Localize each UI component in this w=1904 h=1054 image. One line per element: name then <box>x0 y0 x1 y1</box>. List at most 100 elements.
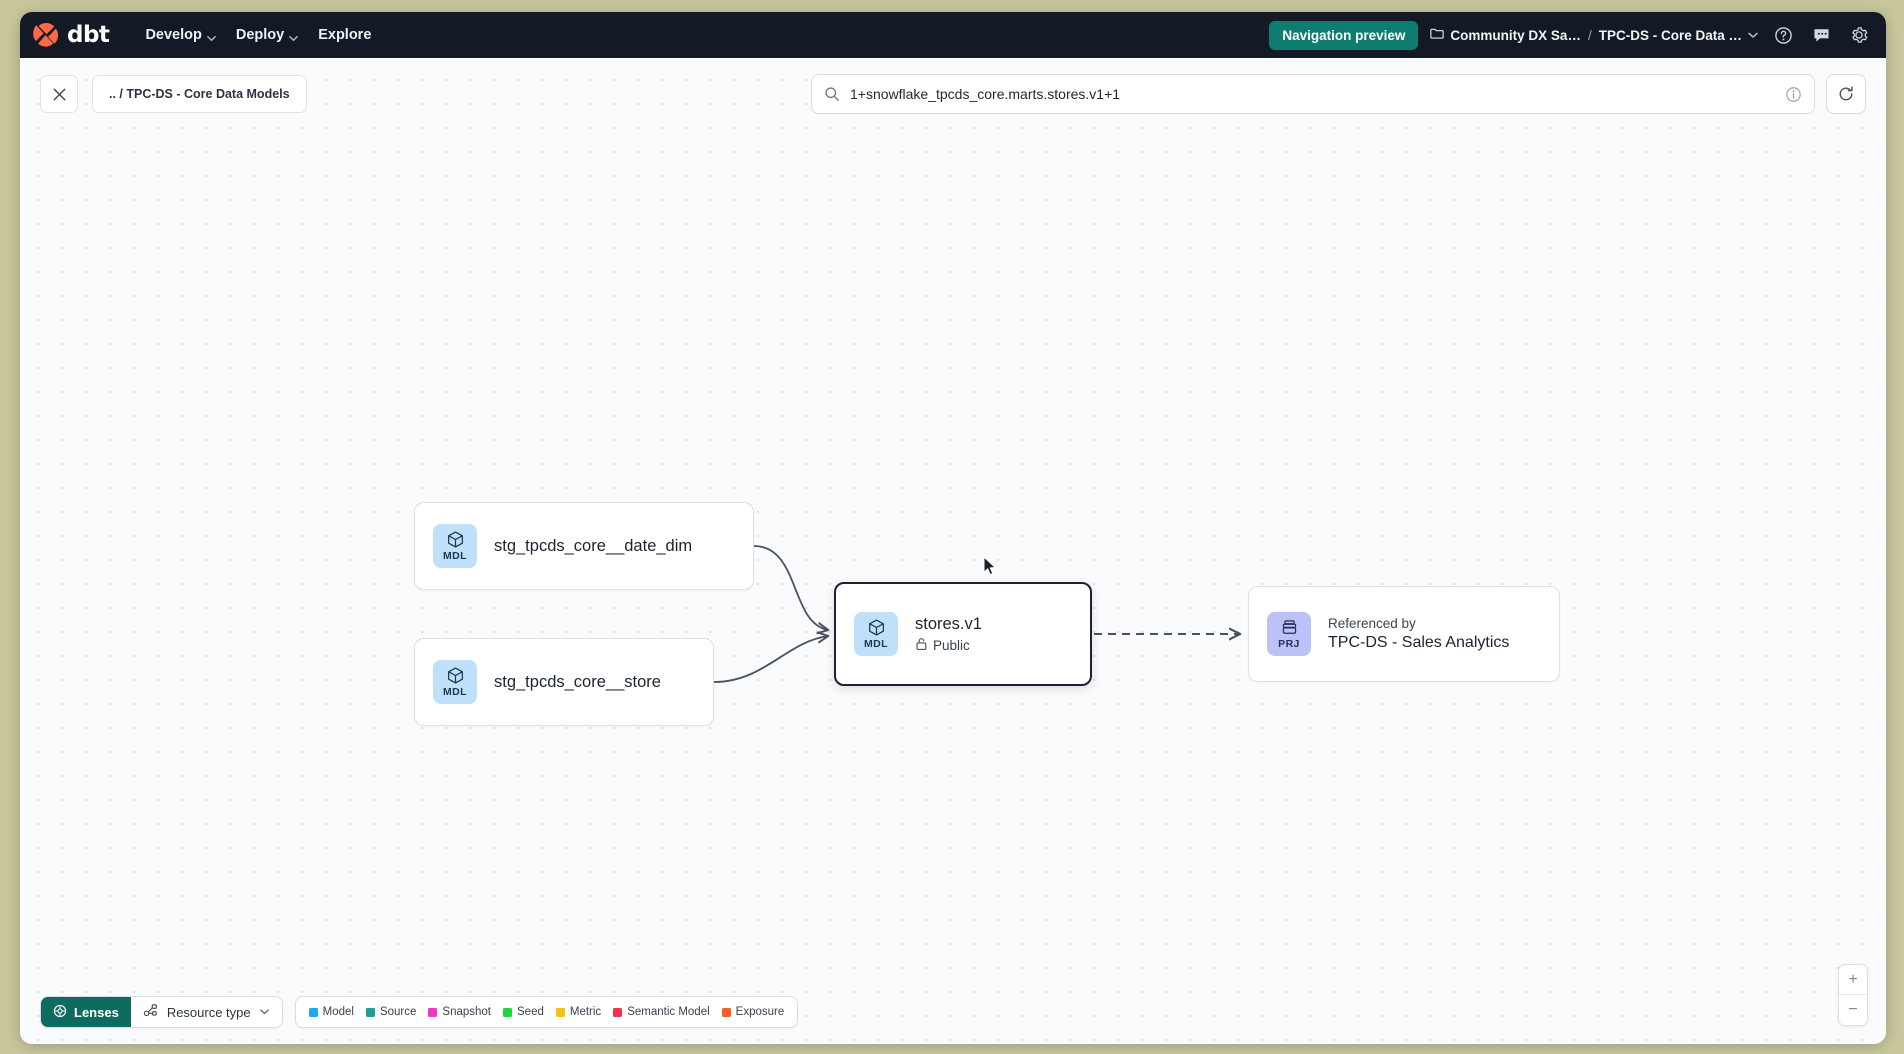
top-navigation-bar: dbt Develop Deploy Explore Navigation pr… <box>20 12 1886 58</box>
legend-item-metric: Metric <box>555 1006 602 1018</box>
unlock-icon <box>915 637 928 654</box>
node-badge-label: PRJ <box>1278 638 1300 651</box>
legend-item-seed: Seed <box>503 1006 544 1018</box>
zoom-in-button[interactable]: + <box>1839 965 1867 995</box>
search-area <box>811 74 1866 114</box>
nav-item-deploy[interactable]: Deploy <box>226 21 308 49</box>
legend-item-exposure: Exposure <box>721 1006 785 1018</box>
node-badge-label: MDL <box>864 638 888 651</box>
legend-swatch <box>721 1007 731 1017</box>
lineage-search-box[interactable] <box>811 74 1815 114</box>
node-text: stores.v1 Public <box>915 615 982 654</box>
chevron-down-icon <box>207 31 216 41</box>
feedback-icon[interactable] <box>1808 22 1834 48</box>
node-badge-mdl: MDL <box>433 524 477 568</box>
project-breadcrumb-chip[interactable]: .. / TPC-DS - Core Data Models <box>92 75 307 113</box>
search-input[interactable] <box>850 86 1775 102</box>
nav-item-develop-label: Develop <box>145 27 202 43</box>
breadcrumb-separator: / <box>1587 27 1592 43</box>
breadcrumb-account-label: Community DX Sa… <box>1450 27 1581 43</box>
search-icon <box>824 86 840 102</box>
zoom-controls: + − <box>1838 964 1868 1026</box>
legend-label: Exposure <box>735 1006 785 1018</box>
node-title: TPC-DS - Sales Analytics <box>1328 634 1510 651</box>
lens-icon <box>53 1004 67 1021</box>
folder-icon <box>1430 27 1445 43</box>
node-text: Referenced by TPC-DS - Sales Analytics <box>1328 616 1509 652</box>
legend-swatch <box>428 1007 438 1017</box>
legend-label: Snapshot <box>442 1006 492 1018</box>
lineage-canvas[interactable]: MDL stg_tpcds_core__date_dim MDL <box>20 58 1886 1044</box>
graph-node-stores-v1[interactable]: MDL stores.v1 Public <box>834 582 1092 686</box>
legend-label: Semantic Model <box>627 1006 710 1018</box>
edge-store-to-stores <box>713 636 828 683</box>
lineage-toolbar: .. / TPC-DS - Core Data Models <box>20 58 1886 130</box>
breadcrumb: Community DX Sa… / TPC-DS - Core Data … <box>1430 27 1758 43</box>
cube-icon <box>868 619 884 636</box>
nav-item-develop[interactable]: Develop <box>135 21 225 49</box>
legend-swatch <box>555 1007 565 1017</box>
node-title: stg_tpcds_core__store <box>494 672 661 691</box>
legend-item-snapshot: Snapshot <box>428 1006 491 1018</box>
legend-item-source: Source <box>365 1006 417 1018</box>
info-circle-icon[interactable] <box>1785 86 1802 103</box>
zoom-out-button[interactable]: − <box>1848 1001 1858 1018</box>
legend-swatch <box>503 1007 513 1017</box>
node-title: stg_tpcds_core__date_dim <box>494 536 693 555</box>
node-access-badge: Public <box>915 637 982 654</box>
node-access-label: Public <box>933 637 970 653</box>
node-text: stg_tpcds_core__store <box>494 673 661 692</box>
nav-item-deploy-label: Deploy <box>235 27 285 43</box>
nodes-icon <box>143 1003 159 1021</box>
dbt-brand[interactable]: dbt <box>32 22 110 48</box>
graph-node-stg-store[interactable]: MDL stg_tpcds_core__store <box>414 638 714 726</box>
node-badge-mdl: MDL <box>854 612 898 656</box>
legend-label: Metric <box>569 1006 602 1018</box>
node-badge-label: MDL <box>443 686 467 699</box>
node-text: stg_tpcds_core__date_dim <box>494 537 692 556</box>
cube-icon <box>447 531 463 548</box>
lineage-graph: MDL stg_tpcds_core__date_dim MDL <box>20 58 1886 1044</box>
graph-node-stg-date-dim[interactable]: MDL stg_tpcds_core__date_dim <box>414 502 754 590</box>
legend-swatch <box>365 1007 375 1017</box>
nav-item-explore[interactable]: Explore <box>308 21 381 49</box>
project-stack-icon <box>1282 620 1296 635</box>
lineage-bottom-bar: Lenses Resource type <box>40 996 799 1028</box>
legend-label: Source <box>379 1006 417 1018</box>
help-icon[interactable] <box>1770 22 1796 48</box>
navigation-preview-badge[interactable]: Navigation preview <box>1269 20 1419 50</box>
legend-label: Seed <box>517 1006 544 1018</box>
chevron-down-icon <box>1748 28 1758 43</box>
dbt-logo-icon <box>32 22 60 48</box>
legend-label: Model <box>322 1006 354 1018</box>
legend-swatch <box>613 1007 623 1017</box>
node-title: stores.v1 <box>915 614 982 633</box>
refresh-button[interactable] <box>1826 74 1866 114</box>
legend-item-semantic-model: Semantic Model <box>613 1006 710 1018</box>
settings-gear-icon[interactable] <box>1846 22 1872 48</box>
app-window: dbt Develop Deploy Explore Navigation pr… <box>20 12 1886 1044</box>
resource-type-legend: Model Source Snapshot Seed Metric <box>294 996 799 1028</box>
resource-type-filter[interactable]: Resource type <box>130 997 282 1027</box>
dbt-wordmark: dbt <box>67 22 110 48</box>
cube-icon <box>447 667 463 684</box>
top-navigation-right: Navigation preview Community DX Sa… / TP… <box>1269 20 1872 50</box>
graph-node-sales-analytics[interactable]: PRJ Referenced by TPC-DS - Sales Analyti… <box>1248 586 1560 682</box>
lenses-group: Lenses Resource type <box>40 996 283 1028</box>
legend-swatch <box>308 1007 318 1017</box>
close-lineage-button[interactable] <box>40 75 78 113</box>
node-kicker: Referenced by <box>1328 616 1416 631</box>
lenses-button[interactable]: Lenses <box>41 997 131 1027</box>
lenses-label: Lenses <box>74 1004 119 1020</box>
breadcrumb-project-label: TPC-DS - Core Data … <box>1598 27 1742 43</box>
chevron-down-icon <box>259 1005 270 1020</box>
breadcrumb-account[interactable]: Community DX Sa… <box>1430 27 1581 43</box>
refresh-icon <box>1839 86 1853 101</box>
legend-item-model: Model <box>308 1006 354 1018</box>
chevron-down-icon <box>289 31 299 41</box>
lineage-edges <box>713 545 1886 683</box>
breadcrumb-project[interactable]: TPC-DS - Core Data … <box>1599 28 1758 43</box>
resource-type-label: Resource type <box>166 1004 251 1020</box>
close-icon <box>53 88 65 100</box>
nav-item-explore-label: Explore <box>318 27 372 43</box>
